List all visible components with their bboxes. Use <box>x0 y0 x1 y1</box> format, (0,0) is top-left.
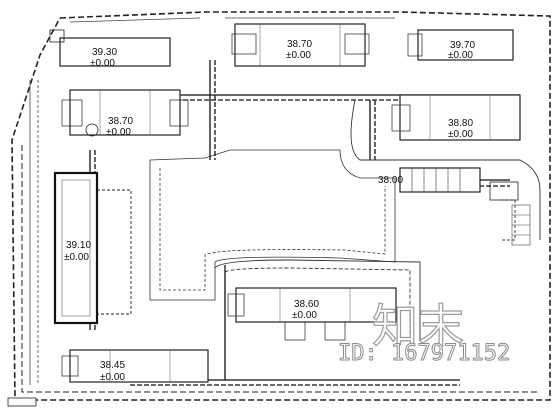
building-b: 38.70 ±0.00 <box>231 23 370 67</box>
building-g-elevation: 38.45 <box>100 360 125 371</box>
building-f-zero: ±0.00 <box>64 252 89 263</box>
building-e: 38.80 ±0.00 <box>391 94 521 141</box>
building-d: 38.70 ±0.00 <box>61 89 189 138</box>
garage-ramp <box>214 259 421 340</box>
building-c: 39.70 ±0.00 <box>407 29 514 61</box>
building-g-zero: ±0.00 <box>100 372 125 383</box>
building-b-zero: ±0.00 <box>286 50 311 61</box>
garage-entrance: 38.00 <box>378 167 519 201</box>
building-f: 39.10 ±0.00 <box>53 171 132 325</box>
building-f-elevation: 39.10 <box>66 240 91 251</box>
watermark-id-text: ID: 167971152 <box>338 341 510 366</box>
courtyard <box>149 149 396 301</box>
perimeter-road <box>29 17 395 385</box>
garage-elevation: 38.00 <box>378 175 403 186</box>
building-h-zero: ±0.00 <box>292 310 317 321</box>
building-a: 39.30 ±0.00 <box>49 29 171 69</box>
building-e-elevation: 38.80 <box>448 118 473 129</box>
building-d-zero: ±0.00 <box>106 127 131 138</box>
building-g: 38.45 ±0.00 <box>61 349 209 383</box>
corner-marker <box>7 397 37 407</box>
building-c-zero: ±0.00 <box>448 50 473 61</box>
building-h-elevation: 38.60 <box>294 299 319 310</box>
building-c-elevation: 39.70 <box>450 40 475 51</box>
parking-stalls <box>511 204 531 246</box>
building-h: 38.60 ±0.00 <box>227 287 397 341</box>
site-boundary <box>11 11 551 401</box>
building-a-elevation: 39.30 <box>92 47 117 58</box>
watermark: 知末 ID: 167971152 <box>338 298 511 366</box>
building-e-zero: ±0.00 <box>448 129 473 140</box>
building-d-elevation: 38.70 <box>108 116 133 127</box>
building-b-elevation: 38.70 <box>287 39 312 50</box>
building-a-zero: ±0.00 <box>90 58 115 69</box>
watermark-logo-text: 知末 <box>372 299 464 353</box>
